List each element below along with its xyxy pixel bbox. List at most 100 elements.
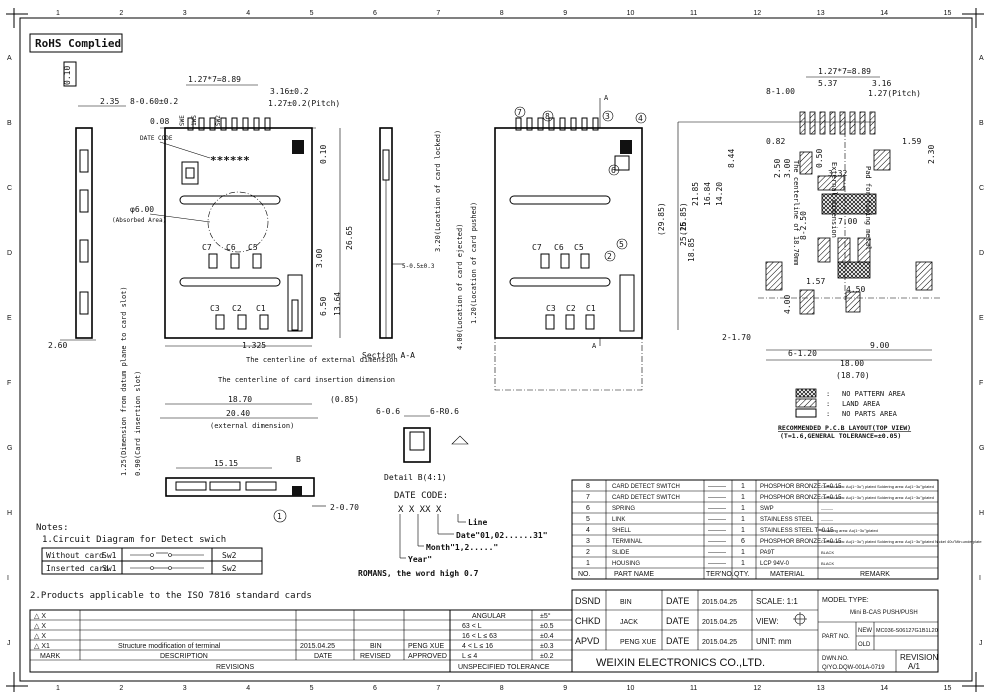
svg-text:(0.85): (0.85) — [330, 395, 359, 404]
bom-ter-no: ——— — [708, 561, 726, 567]
svg-text:A: A — [592, 342, 597, 350]
part-no-label: PART NO. — [822, 634, 850, 640]
bom-no: 8 — [586, 483, 590, 490]
svg-text:ROMANS, the word high 0.7: ROMANS, the word high 0.7 — [358, 568, 479, 578]
bom-no: 6 — [586, 505, 590, 512]
svg-text:0.50: 0.50 — [815, 149, 824, 168]
svg-text:DATE CODE: DATE CODE — [140, 135, 173, 142]
svg-text:The centerline of 18.70mm: The centerline of 18.70mm — [792, 160, 800, 265]
dwg-no-label: DWN.NO. — [822, 656, 849, 662]
svg-text:C1: C1 — [586, 304, 596, 313]
svg-text:8-2.50: 8-2.50 — [799, 211, 808, 240]
column-number: 1 — [56, 10, 60, 17]
row-letter: D — [979, 250, 984, 257]
svg-text:NO PARTS AREA: NO PARTS AREA — [842, 410, 898, 418]
svg-text:15.15: 15.15 — [214, 459, 238, 468]
bom-part-name: SPRING — [612, 506, 635, 512]
column-number: 14 — [880, 685, 888, 692]
svg-text:8-1.00: 8-1.00 — [766, 87, 795, 96]
column-number: 13 — [817, 685, 825, 692]
column-number: 7 — [436, 10, 440, 17]
row-letter: H — [7, 510, 12, 517]
svg-text:(external dimension): (external dimension) — [210, 422, 294, 430]
column-number: 9 — [563, 10, 567, 17]
column-number: 15 — [944, 10, 952, 17]
model-type-value: Mini B-CAS PUSH/PUSH — [850, 610, 918, 616]
svg-text:C6: C6 — [554, 243, 564, 252]
svg-text:1.59: 1.59 — [902, 137, 921, 146]
detail-b: 6-0.6 6-R0.6 Detail B(4:1) 15.15 B 1 2-0… — [165, 407, 469, 523]
svg-text:Sw1: Sw1 — [102, 564, 117, 573]
svg-text:20.40: 20.40 — [226, 409, 250, 418]
svg-text:7.00: 7.00 — [838, 217, 857, 226]
bom-material: STAINLESS STEEL — [760, 517, 814, 523]
title-block-role: CHKD — [575, 616, 601, 626]
tolerance-value: ±0.4 — [540, 633, 554, 640]
svg-text:18.00: 18.00 — [840, 359, 864, 368]
bom-part-name: HOUSING — [612, 561, 640, 567]
bom-header: PART NAME — [614, 571, 654, 578]
svg-text:6: 6 — [611, 166, 616, 175]
tolerance-range: L ≤ 4 — [462, 653, 477, 660]
svg-text:DATE CODE:: DATE CODE: — [394, 491, 448, 501]
svg-text:1WS: 1WS — [191, 115, 198, 126]
revision-mark: △ X1 — [34, 643, 50, 650]
column-number: 10 — [627, 685, 635, 692]
svg-text:3: 3 — [605, 112, 610, 121]
row-letter: F — [979, 380, 983, 387]
revision-header: MARK — [40, 653, 61, 660]
row-letter: G — [7, 445, 12, 452]
svg-text:6-0.6: 6-0.6 — [376, 407, 400, 416]
svg-text:25.15: 25.15 — [679, 222, 688, 246]
revision-value: A/1 — [908, 662, 921, 671]
svg-text:Date"01,02......31": Date"01,02......31" — [456, 531, 548, 540]
svg-text:1.27±0.2(Pitch): 1.27±0.2(Pitch) — [268, 99, 340, 108]
bom-ter-no: ——— — [708, 506, 726, 512]
svg-text:C7: C7 — [202, 243, 212, 252]
bom-part-name: SLIDE — [612, 550, 629, 556]
column-number: 15 — [944, 685, 952, 692]
title-block-date-label: DATE — [666, 616, 689, 626]
bom-ter-no: ——— — [708, 539, 726, 545]
svg-text:0.08: 0.08 — [150, 117, 169, 126]
title-block-date: 2015.04.25 — [702, 619, 737, 626]
bom-qty: 1 — [741, 483, 745, 490]
svg-text:Year": Year" — [408, 555, 432, 564]
svg-text:4.00: 4.00 — [783, 295, 792, 314]
bom-remark: Contact area: Au(1~3u") plated Soldering… — [821, 495, 934, 500]
column-number: 12 — [753, 685, 761, 692]
row-letter: C — [7, 185, 12, 192]
svg-text:3.32: 3.32 — [828, 169, 847, 178]
bom-no: 7 — [586, 494, 590, 501]
column-number: 8 — [500, 685, 504, 692]
pcb-layout — [677, 111, 940, 361]
tolerance-range: 16 < L ≤ 63 — [462, 633, 497, 640]
tolerance-value: ±0.3 — [540, 643, 554, 650]
svg-text:3.00: 3.00 — [315, 249, 324, 268]
column-number: 4 — [246, 685, 250, 692]
tolerance-value: ±0.2 — [540, 653, 554, 660]
revision-revised: BIN — [370, 643, 382, 650]
row-letter: G — [979, 445, 984, 452]
bom-qty: 1 — [741, 560, 745, 567]
svg-text:(26.85): (26.85) — [679, 202, 688, 236]
bom-material: PHOSPHOR BRONZE T=0.15 — [760, 495, 842, 501]
svg-text:1.325: 1.325 — [242, 341, 266, 350]
svg-text:18.70: 18.70 — [228, 395, 252, 404]
svg-text:8: 8 — [545, 112, 550, 121]
bom-remark: ——— — [821, 517, 833, 522]
svg-text:C5: C5 — [574, 243, 584, 252]
svg-text:5.37: 5.37 — [818, 79, 837, 88]
bom-ter-no: ——— — [708, 517, 726, 523]
revision-header: DESCRIPTION — [160, 653, 208, 660]
svg-text:5-0.5±0.3: 5-0.5±0.3 — [402, 263, 435, 270]
column-number: 14 — [880, 10, 888, 17]
column-number: 7 — [436, 685, 440, 692]
row-letter: B — [979, 120, 984, 127]
svg-text:(18.70): (18.70) — [836, 371, 870, 380]
svg-text::: : — [826, 410, 830, 418]
bom-material: LCP 94V-0 — [760, 561, 790, 567]
title-block-person: PENG XUE — [620, 639, 657, 646]
bom-ter-no: ——— — [708, 484, 726, 490]
